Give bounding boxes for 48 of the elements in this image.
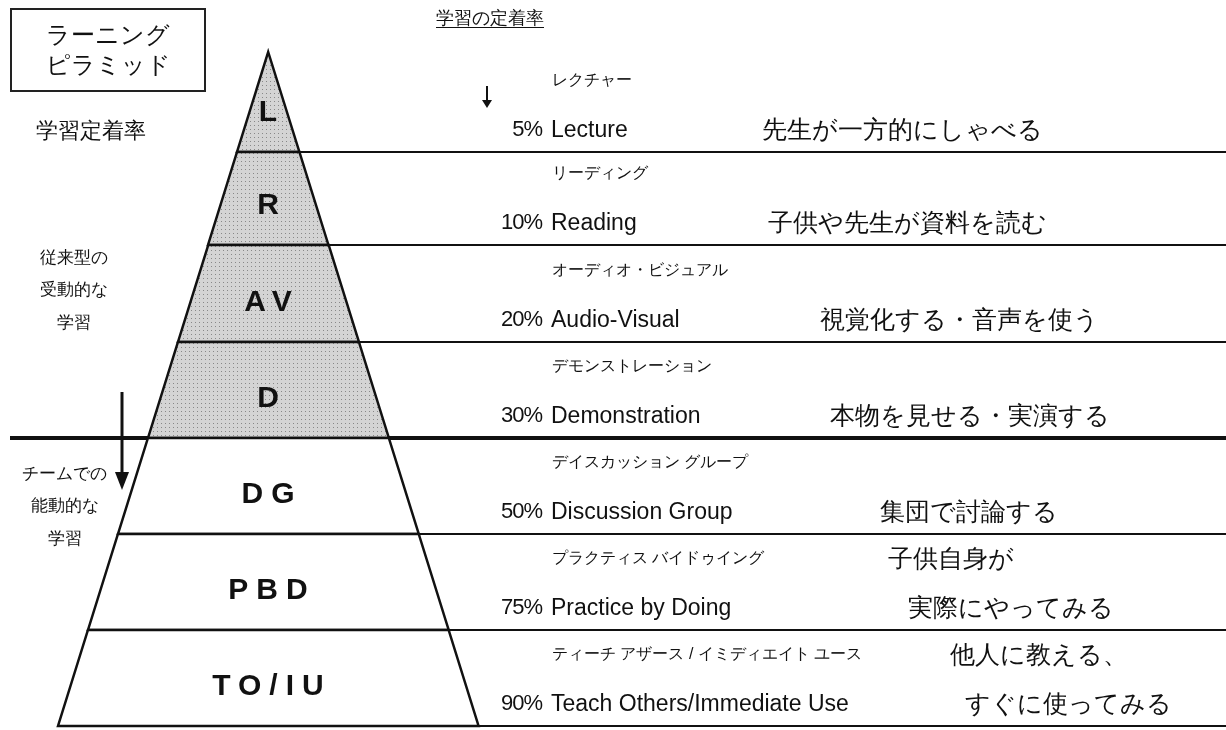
method-name: Practice by Doing <box>551 594 732 621</box>
pyramid-layer <box>57 630 479 726</box>
method-description: 他人に教える、 <box>950 639 1128 670</box>
method-name: Teach Others/Immediate Use <box>551 690 849 717</box>
method-description: 視覚化する・音声を使う <box>820 304 1099 335</box>
layer-label: AV <box>243 284 301 318</box>
pyramid-layer <box>117 438 419 534</box>
retention-rate: 30% <box>499 402 542 428</box>
katakana-reading: デイスカッション グループ <box>552 452 749 472</box>
pyramid-layer <box>177 245 359 342</box>
layer-label: PBD <box>227 572 317 606</box>
side-label: 学習定着率 <box>36 117 146 145</box>
method-description: 集団で討論する <box>880 496 1058 527</box>
side-note: チームでの能動的な学習 <box>22 463 107 550</box>
side-note: 従来型の受動的な学習 <box>40 247 108 334</box>
method-name: Audio-Visual <box>551 306 680 333</box>
katakana-reading: プラクティス バイドゥイング <box>552 548 765 568</box>
layer-label: R <box>256 187 288 221</box>
layer-label: D <box>256 380 288 414</box>
method-description: 本物を見せる・実演する <box>830 400 1110 431</box>
pyramid-layer <box>147 342 389 438</box>
method-name: Discussion Group <box>551 498 733 525</box>
method-description: 子供自身が <box>888 543 1014 574</box>
katakana-reading: ティーチ アザース / イミディエイト ユース <box>552 644 863 664</box>
katakana-reading: デモンストレーション <box>552 356 712 376</box>
retention-rate: 90% <box>499 690 542 716</box>
title-box: ラーニングピラミッド <box>10 8 206 92</box>
layer-label: L <box>257 94 287 128</box>
katakana-reading: レクチャー <box>552 70 632 90</box>
method-description: 子供や先生が資料を読む <box>768 207 1047 238</box>
retention-rate: 10% <box>499 209 542 235</box>
retention-rate: 50% <box>499 498 542 524</box>
retention-rate: 20% <box>499 306 542 332</box>
pyramid-layer <box>207 152 329 245</box>
method-name: Lecture <box>551 116 628 143</box>
method-description: すぐに使ってみる <box>965 688 1172 719</box>
column-header: 学習の定着率 <box>436 7 544 30</box>
method-description: 先生が一方的にしゃべる <box>762 114 1043 145</box>
katakana-reading: リーディング <box>552 163 648 183</box>
method-name: Reading <box>551 209 637 236</box>
layer-label: DG <box>240 476 304 510</box>
method-description: 実際にやってみる <box>908 592 1114 623</box>
layer-label: TO/IU <box>211 668 333 702</box>
method-name: Demonstration <box>551 402 701 429</box>
pyramid-layer <box>87 534 449 630</box>
retention-rate: 5% <box>511 116 542 142</box>
retention-rate: 75% <box>499 594 542 620</box>
katakana-reading: オーディオ・ビジュアル <box>552 260 728 280</box>
